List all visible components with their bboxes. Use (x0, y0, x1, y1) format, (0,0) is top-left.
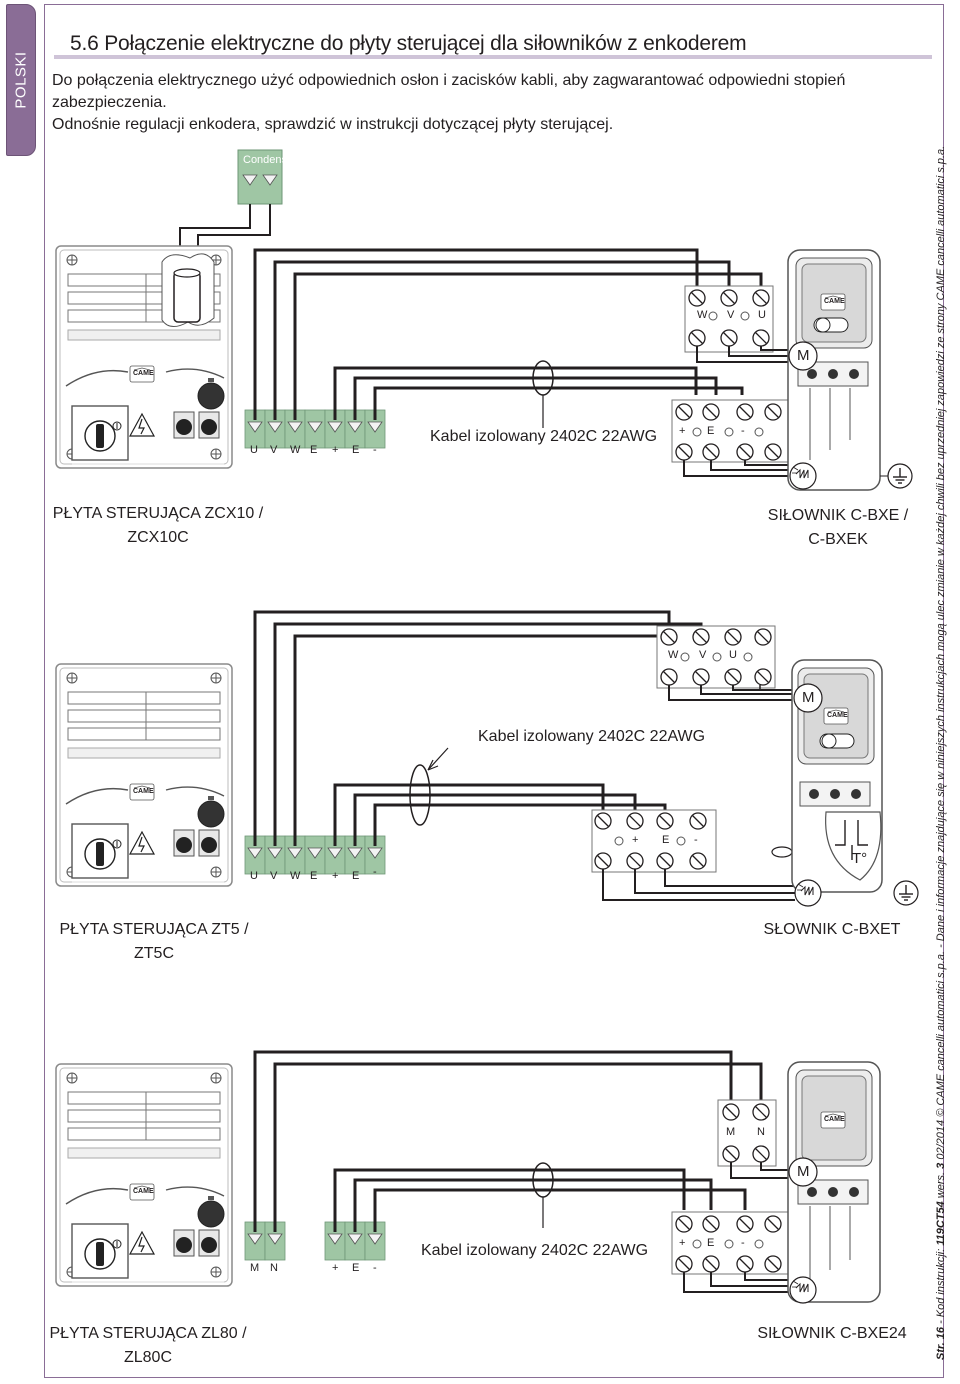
board-label-1-line2: ZCX10C (127, 529, 189, 546)
diagram-1 (55, 149, 913, 491)
came-board-logo-1: CAME (133, 370, 154, 377)
footer-page: Str. 16 (935, 1326, 947, 1360)
intro-line-1: Do połączenia elektrycznego użyć odpowie… (52, 72, 846, 111)
enc2-terminal-minus: - (694, 834, 698, 846)
came-board-logo-3: CAME (133, 1188, 154, 1195)
enc1-terminal-e: E (707, 425, 715, 437)
footer-version-prefix: wers. (935, 1168, 947, 1202)
motor3-terminal-n: N (757, 1126, 765, 1138)
control-board-zl80 (55, 1063, 233, 1287)
footer-date: 02/2014 (935, 1119, 947, 1163)
board-label-3-line2: ZL80C (123, 1349, 173, 1366)
cable-label-2: Kabel izolowany 2402C 22AWG (478, 728, 706, 745)
board2-terminal-e: E (310, 870, 318, 882)
board1-terminal-e: E (310, 444, 318, 456)
control-board-zt5 (55, 663, 233, 887)
came-logo-1: CAME (824, 298, 845, 305)
board2-terminal-w: W (290, 870, 301, 882)
section-title: 5.6 Połączenie elektryczne do płyty ster… (70, 32, 747, 55)
actuator-label-1: SIŁOWNIK C-BXE / C-BXEK (748, 504, 928, 552)
motor3-terminal-m: M (726, 1126, 736, 1138)
board-label-2-line1: PŁYTA STERUJĄCA ZT5 / (59, 921, 249, 938)
motor1-terminal-w: W (697, 309, 708, 321)
board3-terminal-n: N (270, 1262, 278, 1274)
diagram-2 (55, 610, 919, 907)
board3-terminal-enc: E (352, 1262, 360, 1274)
motor2-symbol: M (802, 689, 815, 706)
board2-terminal-enc: E (352, 870, 360, 882)
enc2-terminal-e: E (662, 834, 670, 846)
footer-copyright: © CAME cancelli automatici s.p.a. - Dane… (935, 145, 947, 1120)
motor1-terminal-u: U (758, 309, 766, 321)
condens-label: Condens (243, 154, 288, 166)
footer-code-prefix: - Kod instrukcji: (935, 1245, 947, 1327)
came-logo-2: CAME (827, 712, 848, 719)
board1-terminal-v: V (270, 444, 278, 456)
enc1-terminal-minus: - (741, 425, 745, 437)
enc1-terminal-plus: + (679, 425, 686, 437)
actuator-label-2-line1: SŁOWNIK C-BXET (763, 921, 901, 938)
board1-terminal-minus: - (373, 444, 377, 456)
board1-terminal-w: W (290, 444, 301, 456)
board-label-3-line1: PŁYTA STERUJĄCA ZL80 / (49, 1325, 247, 1342)
enc2-terminal-plus: + (632, 834, 639, 846)
cable-label-1: Kabel izolowany 2402C 22AWG (430, 428, 658, 445)
board3-terminal-m: M (250, 1262, 260, 1274)
came-logo-3: CAME (824, 1116, 845, 1123)
actuator-label-1-line1: SIŁOWNIK C-BXE / (767, 507, 909, 524)
board-label-1-line1: PŁYTA STERUJĄCA ZCX10 / (52, 505, 264, 522)
board1-terminal-enc: E (352, 444, 360, 456)
board2-terminal-plus: + (332, 870, 339, 882)
motor2-terminal-v: V (699, 649, 707, 661)
enc3-terminal-e: E (707, 1237, 715, 1249)
motor3-symbol: M (797, 1163, 810, 1180)
enc3-terminal-minus: - (741, 1237, 745, 1249)
board-label-2: PŁYTA STERUJĄCA ZT5 / ZT5C (44, 918, 264, 966)
board-label-2-line2: ZT5C (134, 945, 174, 962)
actuator-label-3: SIŁOWNIK C-BXE24 (742, 1322, 922, 1346)
actuator-label-1-line2: C-BXEK (808, 531, 868, 548)
board-label-1: PŁYTA STERUJĄCA ZCX10 / ZCX10C (48, 502, 268, 550)
diagram-3 (55, 1050, 881, 1304)
board3-terminal-minus: - (373, 1262, 377, 1274)
motor2-terminal-w: W (668, 649, 679, 661)
footer-code: 119CT54 (935, 1201, 947, 1246)
board1-terminal-u: U (250, 444, 258, 456)
board1-terminal-plus: + (332, 444, 339, 456)
motor2-terminal-u: U (729, 649, 737, 661)
page-frame (44, 4, 944, 1378)
thermal-symbol: T° (852, 850, 868, 867)
board2-terminal-v: V (270, 870, 278, 882)
board2-terminal-minus: - (373, 866, 377, 878)
actuator-label-3-line1: SIŁOWNIK C-BXE24 (757, 1325, 907, 1342)
language-tab[interactable]: POLSKI (6, 4, 36, 156)
came-board-logo-2: CAME (133, 788, 154, 795)
actuator-label-2: SŁOWNIK C-BXET (742, 918, 922, 942)
enc3-terminal-plus: + (679, 1237, 686, 1249)
footer-text: Str. 16 - Kod instrukcji: 119CT54 wers. … (935, 146, 947, 1360)
cable-label-3: Kabel izolowany 2402C 22AWG (421, 1242, 649, 1259)
intro-line-2: Odnośnie regulacji enkodera, sprawdzić w… (52, 116, 614, 133)
board2-terminal-u: U (250, 870, 258, 882)
board-label-3: PŁYTA STERUJĄCA ZL80 / ZL80C (38, 1322, 258, 1370)
title-rule (54, 55, 932, 59)
motor1-symbol: M (797, 347, 810, 364)
footer-version: 3 (935, 1162, 947, 1169)
board3-terminal-plus: + (332, 1262, 339, 1274)
motor1-terminal-v: V (727, 309, 735, 321)
intro-text: Do połączenia elektrycznego użyć odpowie… (52, 70, 922, 136)
